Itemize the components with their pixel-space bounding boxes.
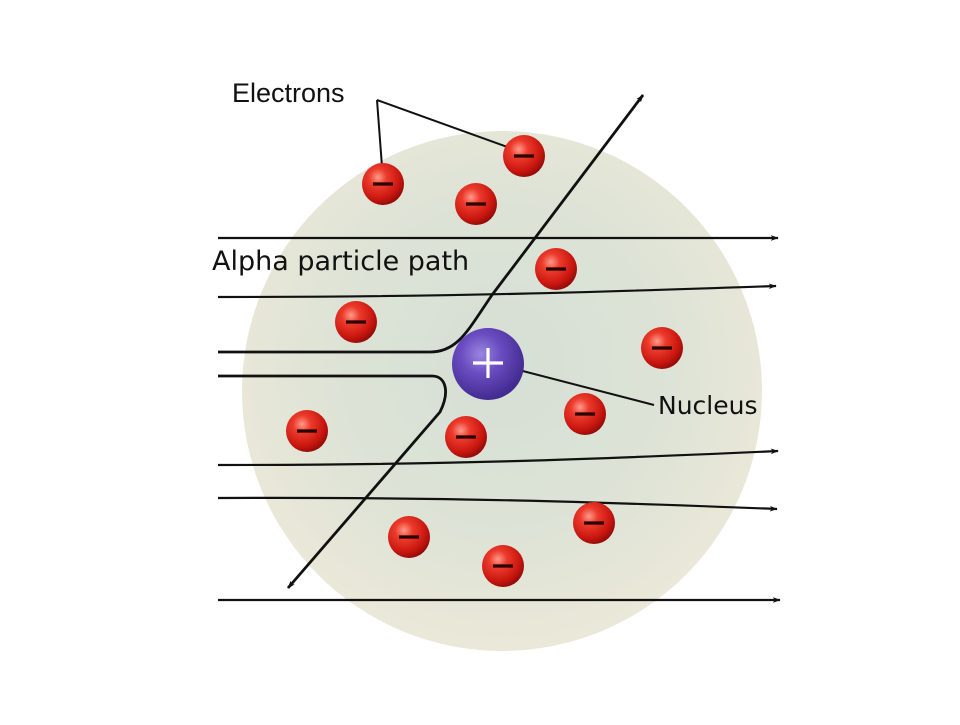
electron [362, 163, 404, 205]
electron [641, 327, 683, 369]
alpha-path-scattered-down [218, 374, 447, 589]
electrons-group [286, 135, 683, 587]
alpha-path-deflected-5 [217, 448, 779, 467]
alpha-path-deflected-6 [217, 496, 778, 512]
nucleus [452, 328, 524, 400]
alpha-paths [217, 94, 781, 603]
electron [455, 183, 497, 225]
electron [535, 248, 577, 290]
electron [388, 516, 430, 558]
nucleus-label: Nucleus [658, 391, 758, 420]
alpha-path-deflected-2 [217, 283, 777, 299]
electron [573, 502, 615, 544]
electron [286, 410, 328, 452]
electron [445, 416, 487, 458]
electron [482, 545, 524, 587]
electron [335, 301, 377, 343]
alpha-path-scattered-up [218, 94, 645, 354]
alpha-particle-path-label: Alpha particle path [212, 246, 470, 277]
electrons-leader-line-2 [376, 99, 525, 154]
electron [564, 393, 606, 435]
electron [503, 135, 545, 177]
electrons-label: Electrons [232, 78, 345, 108]
plus-icon [473, 348, 503, 378]
